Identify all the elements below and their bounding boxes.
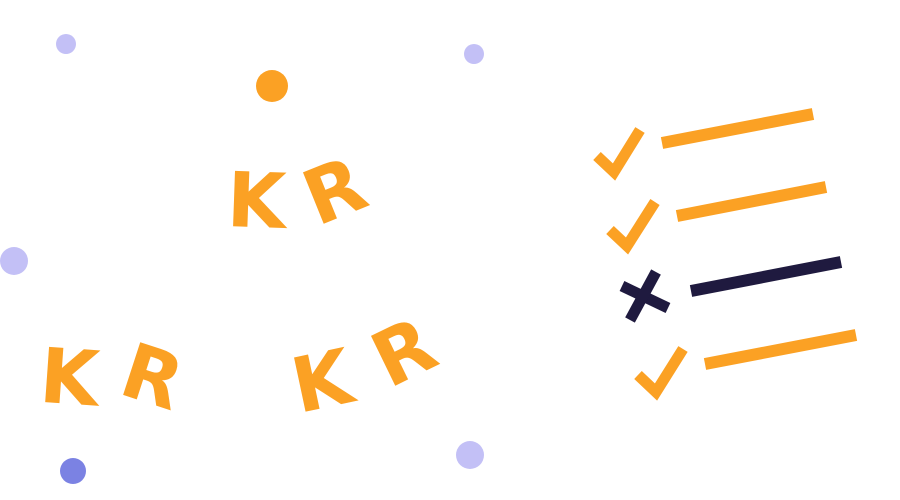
decor-dot <box>256 70 288 102</box>
decor-dot <box>60 458 86 484</box>
decor-dot <box>464 44 484 64</box>
checklist-line <box>703 329 858 370</box>
checklist-line <box>660 108 815 149</box>
check-icon <box>593 127 645 181</box>
checklist-row <box>634 329 858 401</box>
decor-dot <box>56 34 76 54</box>
checklist-row <box>593 108 815 181</box>
checklist-row <box>606 181 828 255</box>
checklist-line <box>689 256 843 297</box>
decor-dot <box>0 247 28 275</box>
check-icon <box>634 346 688 401</box>
checklist-line <box>675 181 828 222</box>
decor-dot <box>456 441 484 469</box>
check-icon <box>606 199 660 255</box>
checklist-row <box>619 256 843 323</box>
cross-icon <box>619 269 671 323</box>
